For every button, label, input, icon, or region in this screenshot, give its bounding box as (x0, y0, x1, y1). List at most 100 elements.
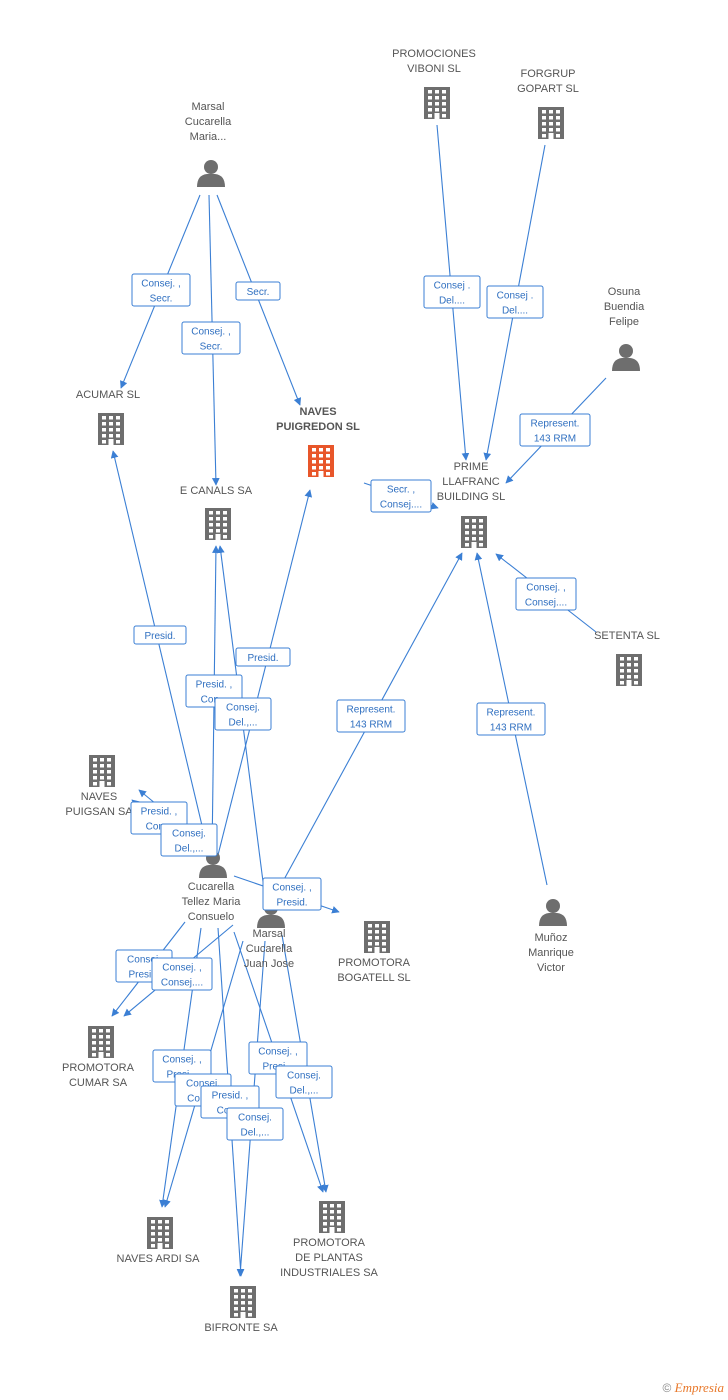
building-icon[interactable] (538, 107, 564, 139)
building-icon[interactable] (616, 654, 642, 686)
node-label-line: BIFRONTE SA (204, 1322, 278, 1334)
company-name-label[interactable]: ACUMAR SL (76, 389, 140, 401)
person-icon[interactable] (539, 899, 567, 926)
relation-label-text: Consej.Del.,... (238, 1113, 272, 1139)
empresia-logo: Empresia (674, 1380, 724, 1395)
node-label-line: PRIME (454, 461, 489, 473)
node-label-line: CUMAR SA (69, 1077, 128, 1089)
company-name-label[interactable]: SETENTA SL (594, 630, 660, 642)
company-name-label[interactable]: E CANALS SA (180, 485, 253, 497)
relation-label-line: Presid. (276, 898, 307, 909)
relation-label[interactable]: Consej. ,Consej.... (515, 577, 577, 611)
relation-label-line: Consej.... (525, 598, 567, 609)
relation-label[interactable]: Presid. (235, 647, 291, 667)
relation-label[interactable]: Consej.Del.,... (275, 1065, 333, 1099)
node-label-line: VIBONI SL (407, 63, 461, 75)
relation-label-box (262, 877, 322, 911)
relation-label-text: Consej. ,Presid. (272, 883, 311, 909)
relation-label-line: Presid. (144, 631, 175, 642)
building-icon[interactable] (230, 1286, 256, 1318)
relation-label-line: Con... (201, 695, 228, 706)
relation-label[interactable]: Represent.143 RRM (336, 699, 406, 733)
building-icon[interactable] (308, 445, 334, 477)
building-icon[interactable] (147, 1217, 173, 1249)
relation-label-line: 143 RRM (490, 723, 532, 734)
relation-label-line: Consej. (127, 955, 161, 966)
building-icon[interactable] (88, 1026, 114, 1058)
node-label-line: Maria... (190, 131, 227, 143)
relation-label-line: Del.... (439, 296, 465, 307)
relation-label-box (226, 1107, 284, 1141)
relation-label-line: Consej. (172, 829, 206, 840)
relation-label[interactable]: Consej .Del.... (486, 285, 544, 319)
node-label-line: SETENTA SL (594, 630, 660, 642)
node-label-line: Manrique (528, 947, 574, 959)
relation-label-line: Presid. , (141, 807, 178, 818)
relation-label-text: Represent.143 RRM (531, 419, 580, 445)
node-label-line: Osuna (608, 286, 641, 298)
relation-label-box (235, 647, 291, 667)
relation-label-line: Consej. (287, 1071, 321, 1082)
relation-label[interactable]: Secr. (235, 281, 281, 301)
relation-label[interactable]: Consej. ,Secr. (181, 321, 241, 355)
person-icon[interactable] (197, 160, 225, 187)
relation-label[interactable]: Consej.Del.,... (214, 697, 272, 731)
relation-label[interactable]: Presid. (133, 625, 187, 645)
relation-label-line: Consej.... (161, 978, 203, 989)
company-name-label[interactable]: PROMOTORA BOGATELL SL (337, 957, 410, 984)
relation-label[interactable]: Consej. ,Secr. (131, 273, 191, 307)
relation-label-line: Consej. (238, 1113, 272, 1124)
relation-label[interactable]: Represent.143 RRM (519, 413, 591, 447)
node-label-line: Muñoz (534, 932, 567, 944)
company-name-label[interactable]: BIFRONTE SA (204, 1322, 278, 1334)
node-label-line: BOGATELL SL (337, 972, 410, 984)
relation-label-text: Consej.Del.,... (287, 1071, 321, 1097)
relation-label-text: Consej. ,Secr. (141, 279, 180, 305)
person-icon[interactable] (612, 344, 640, 371)
relation-label-line: Presid. , (212, 1091, 249, 1102)
company-name-label[interactable]: NAVES ARDI SA (117, 1253, 201, 1265)
node-label-line: E CANALS SA (180, 485, 253, 497)
node-label-line: PROMOTORA (293, 1237, 366, 1249)
building-icon[interactable] (89, 755, 115, 787)
node-label-line: DE PLANTAS (295, 1252, 363, 1264)
node-label-line: Marsal (252, 928, 285, 940)
building-icon[interactable] (205, 508, 231, 540)
node-label-line: LLAFRANC (442, 476, 500, 488)
building-icon[interactable] (98, 413, 124, 445)
node-label-line: Cucarella (185, 116, 232, 128)
relation-label-line: Consej. , (258, 1047, 297, 1058)
building-icon[interactable] (364, 921, 390, 953)
node-label-line: PROMOTORA (338, 957, 411, 969)
relation-label-line: Secr. , (387, 485, 415, 496)
relation-label-line: Con... (146, 822, 173, 833)
relation-label[interactable]: Secr. ,Consej.... (370, 479, 432, 513)
relation-label[interactable]: Consej. ,Presid. (262, 877, 322, 911)
building-icon[interactable] (319, 1201, 345, 1233)
relation-label[interactable]: Consej. , Consej.... (151, 957, 213, 991)
relation-label-box (235, 281, 281, 301)
relation-label-text: Represent.143 RRM (487, 708, 536, 734)
relation-label[interactable]: Consej.Del.,... (226, 1107, 284, 1141)
relation-label-line: Presid. (247, 653, 278, 664)
relation-label-line: Consej. , (162, 963, 201, 974)
building-icon[interactable] (424, 87, 450, 119)
node-label-line: Tellez Maria (182, 896, 242, 908)
relation-label[interactable]: Represent.143 RRM (476, 702, 546, 736)
relation-label[interactable]: Consej .Del.... (423, 275, 481, 309)
building-icon[interactable] (461, 516, 487, 548)
relation-label[interactable]: Consej.Del.,... (160, 823, 218, 857)
relation-label-text: Presid. ,Con... (196, 680, 233, 706)
